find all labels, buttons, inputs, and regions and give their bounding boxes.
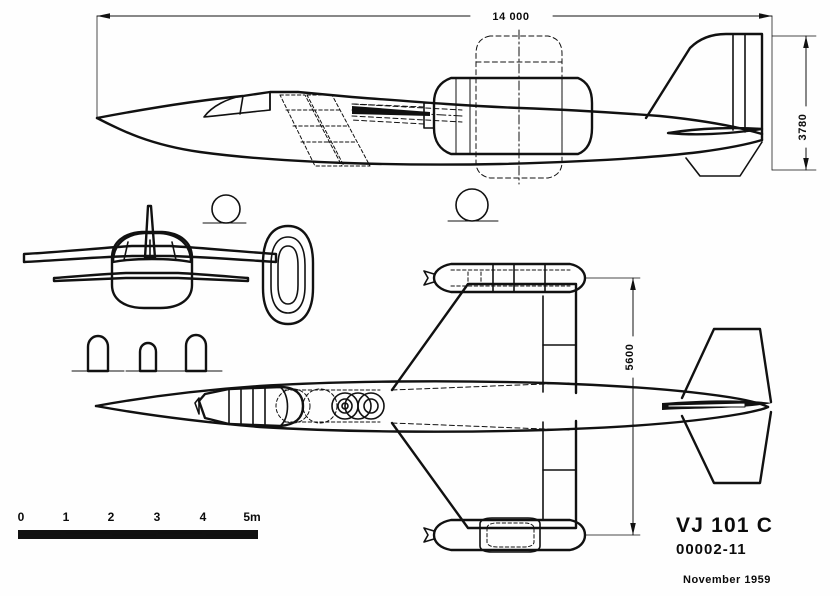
nacelle-upper-outline (432, 262, 587, 294)
landing-gear-wheel-reference-front (202, 194, 247, 224)
scale-tick-5: 5m (243, 510, 260, 524)
nacelle-lower-spinner (423, 527, 435, 543)
drawing-number: 00002-11 (676, 541, 747, 558)
ventral-fin (685, 141, 763, 177)
plan-wing-upper (390, 282, 578, 395)
canopy-plan-nose-point (194, 397, 200, 415)
nacelle-rotated-position (475, 35, 563, 179)
internal-circle-5 (357, 392, 385, 420)
dimension-label-height: 3780 (797, 114, 809, 141)
plan-nacelle-lower (423, 517, 587, 553)
wingtip-nacelle-side (351, 29, 594, 185)
fuselage-lower-contour (95, 116, 764, 166)
span-arrowhead-bottom (630, 523, 636, 535)
plan-top-view (94, 262, 773, 553)
plan-fuselage-upper (94, 380, 770, 409)
vertical-tail-side (644, 32, 764, 136)
nacelle-intake-bore (277, 245, 299, 305)
plan-nacelle-upper (423, 262, 587, 294)
front-canopy (111, 231, 193, 264)
dimension-overall-length: 14 000 (96, 11, 773, 171)
nacelle-lower-intake-bore (486, 522, 535, 548)
nacelle-outline (432, 76, 594, 156)
plan-tail-surfaces (680, 327, 773, 485)
fin-plan-inner (667, 402, 746, 408)
aircraft-designation: VJ 101 C (676, 514, 773, 537)
scale-bar-body (18, 530, 258, 539)
landing-gear-wheel-reference-side (447, 188, 499, 222)
canopy-frame-left (123, 241, 129, 261)
arrowhead-left (97, 13, 110, 19)
wheel-circle (455, 188, 489, 222)
front-wing (22, 244, 278, 264)
drawing-date: November 1959 (683, 574, 771, 586)
nacelle-lower-intake-ring (479, 517, 541, 553)
internal-circle-3-inner (337, 398, 353, 414)
scale-bar: 0 1 2 3 4 5m (18, 510, 261, 539)
wing-upper-root-dashed (391, 382, 571, 391)
wing-lower-root-dashed (391, 422, 571, 431)
internal-circle-2 (302, 388, 338, 424)
cockpit-canopy-side (203, 91, 271, 118)
side-elevation-view (95, 29, 764, 222)
internal-circle-5-inner (363, 398, 379, 414)
stabilizer-upper (680, 327, 773, 404)
gear-leg-main-left (86, 334, 110, 373)
dimension-label-span: 5600 (624, 344, 636, 371)
span-arrowhead-top (630, 278, 636, 290)
internal-circle-4 (344, 392, 372, 420)
front-fuselage-body (110, 230, 194, 310)
wing-lower-planform (390, 419, 578, 530)
canopy-sill-line (203, 109, 271, 118)
lift-engine-aft (306, 94, 371, 167)
nacelle-outer-shell (261, 224, 315, 326)
canopy-plan-rear-arc (279, 386, 289, 427)
scale-tick-4: 4 (200, 510, 207, 524)
scale-tick-0: 0 (18, 510, 25, 524)
wheel-circle-front (211, 194, 241, 224)
nacelle-duct-upper (351, 103, 425, 108)
wing-edge-solid (352, 106, 430, 116)
canopy-frame-bow (239, 95, 244, 115)
title-block: VJ 101 C 00002-11 November 1959 (676, 514, 773, 586)
lift-engine-bay-side (279, 94, 371, 167)
plan-wing-lower (390, 419, 578, 530)
stabilizer-lower (680, 410, 773, 485)
dimension-overall-height: 3780 (771, 35, 817, 171)
wing-lower-dashed (351, 115, 463, 123)
dimension-wing-span: 5600 (584, 277, 641, 536)
dimension-label-length: 14 000 (492, 11, 529, 23)
scale-tick-1: 1 (63, 510, 70, 524)
plan-internal-equipment (275, 388, 385, 424)
arrowhead-bottom (803, 158, 809, 170)
front-horizontal-tail (52, 271, 250, 283)
landing-gear-detail-views (71, 333, 223, 373)
nacelle-intake-lip (423, 102, 435, 129)
gear-leg-nose (138, 341, 158, 373)
arrowhead-right (759, 13, 772, 19)
nacelle-duct-lower (351, 119, 425, 125)
nacelle-upper-spinner (423, 270, 435, 286)
wingtip-nacelle-front (261, 224, 315, 326)
arrowhead-top (803, 36, 809, 48)
internal-circle-1 (275, 388, 311, 424)
scale-tick-3: 3 (154, 510, 161, 524)
gear-leg-main-right (184, 333, 208, 373)
horizontal-stabilizer-edge-on (666, 126, 764, 136)
plan-fuselage-lower (94, 404, 770, 433)
front-elevation-view (22, 194, 315, 373)
nacelle-middle-ring (270, 236, 306, 314)
canopy-frame-right (171, 241, 177, 261)
lift-engine-forward (279, 94, 343, 167)
scale-tick-2: 2 (108, 510, 115, 524)
fuselage-upper-contour (95, 90, 764, 136)
vertical-fin-outline (644, 32, 764, 136)
plan-canopy (194, 385, 305, 428)
plan-vertical-fin (662, 400, 772, 410)
wing-upper-planform (390, 282, 578, 395)
nacelle-lower-outline (432, 518, 587, 552)
